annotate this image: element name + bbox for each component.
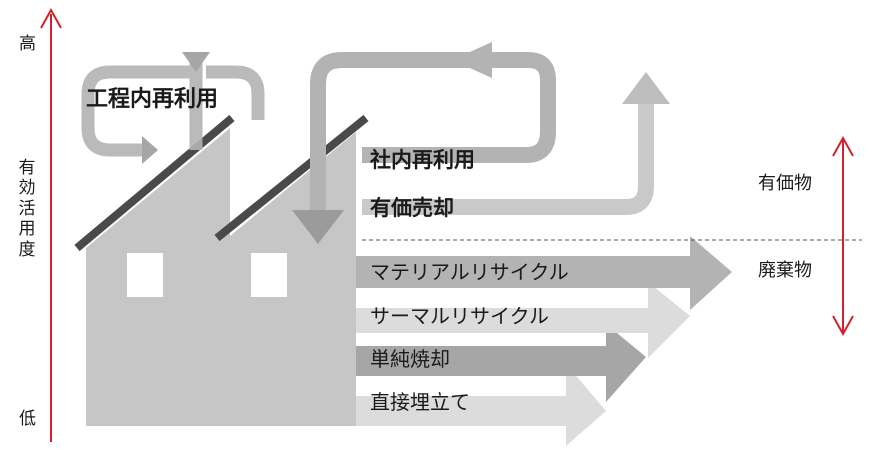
axis-low-label: 低 [19,409,36,429]
roof-line-right [214,114,369,242]
valuable-sale-label: 有価売却 [370,196,454,220]
in-house-reuse-loop-arrow [292,42,556,244]
incineration-label: 単純焼却 [370,347,450,371]
factory-window-left [127,253,163,297]
valuables-label: 有価物 [758,173,812,194]
category-axis [832,135,854,337]
valuable-sale-arrow [362,72,670,215]
incineration-arrow [340,324,646,402]
thermal-recycle-arrow [340,282,690,358]
landfill-label: 直接埋立て [370,390,470,414]
material-recycle-arrow [340,236,732,310]
factory-building [74,114,369,426]
in-process-loop-head [142,136,158,164]
axis-title: 有効活用度 [18,158,36,260]
landfill-arrow [340,364,606,446]
axis-high-label: 高 [19,34,36,54]
material-recycle-label: マテリアルリサイクル [370,260,569,284]
in-process-loop-head-top [182,52,210,72]
roof-line-left [74,114,235,252]
waste-label: 廃棄物 [758,260,812,281]
effectiveness-axis [40,7,62,442]
in-house-reuse-label: 社内再利用 [370,148,475,172]
factory-window-right [251,253,287,297]
in-process-reuse-label: 工程内再利用 [86,87,219,112]
in-process-loop-arrow [81,60,265,157]
thermal-recycle-label: サーマルリサイクル [370,304,549,328]
